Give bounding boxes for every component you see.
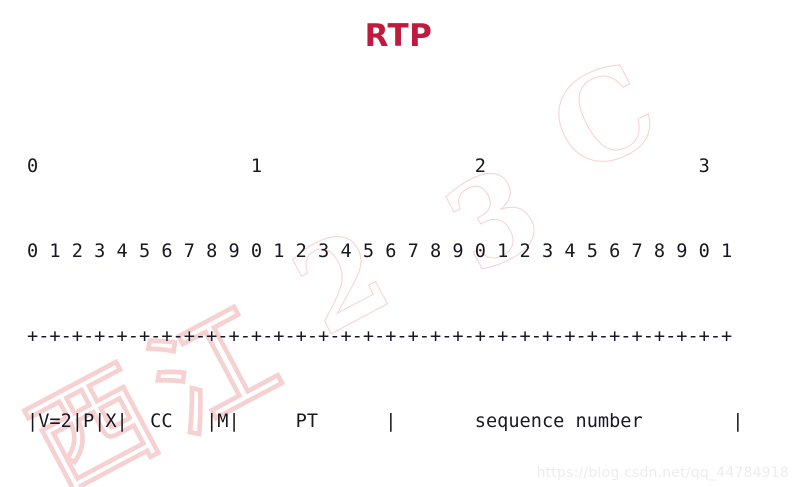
packet-format-diagram: 0 1 2 3 0 1 2 3 4 5 6 7 8 9 0 1 2 3 4 5 … — [27, 96, 755, 487]
page-title: RTP — [364, 18, 433, 54]
header-flags-row: |V=2|P|X| CC |M| PT | sequence number | — [27, 411, 744, 433]
bit-ruler-bit-digits: 0 1 2 3 4 5 6 7 8 9 0 1 2 3 4 5 6 7 8 9 … — [27, 241, 733, 263]
bit-ruler-word-markers: 0 1 2 3 — [27, 155, 710, 177]
separator-top: +-+-+-+-+-+-+-+-+-+-+-+-+-+-+-+-+-+-+-+-… — [27, 326, 733, 348]
source-url-watermark: https://blog.csdn.net/qq_44784918 — [536, 465, 789, 481]
